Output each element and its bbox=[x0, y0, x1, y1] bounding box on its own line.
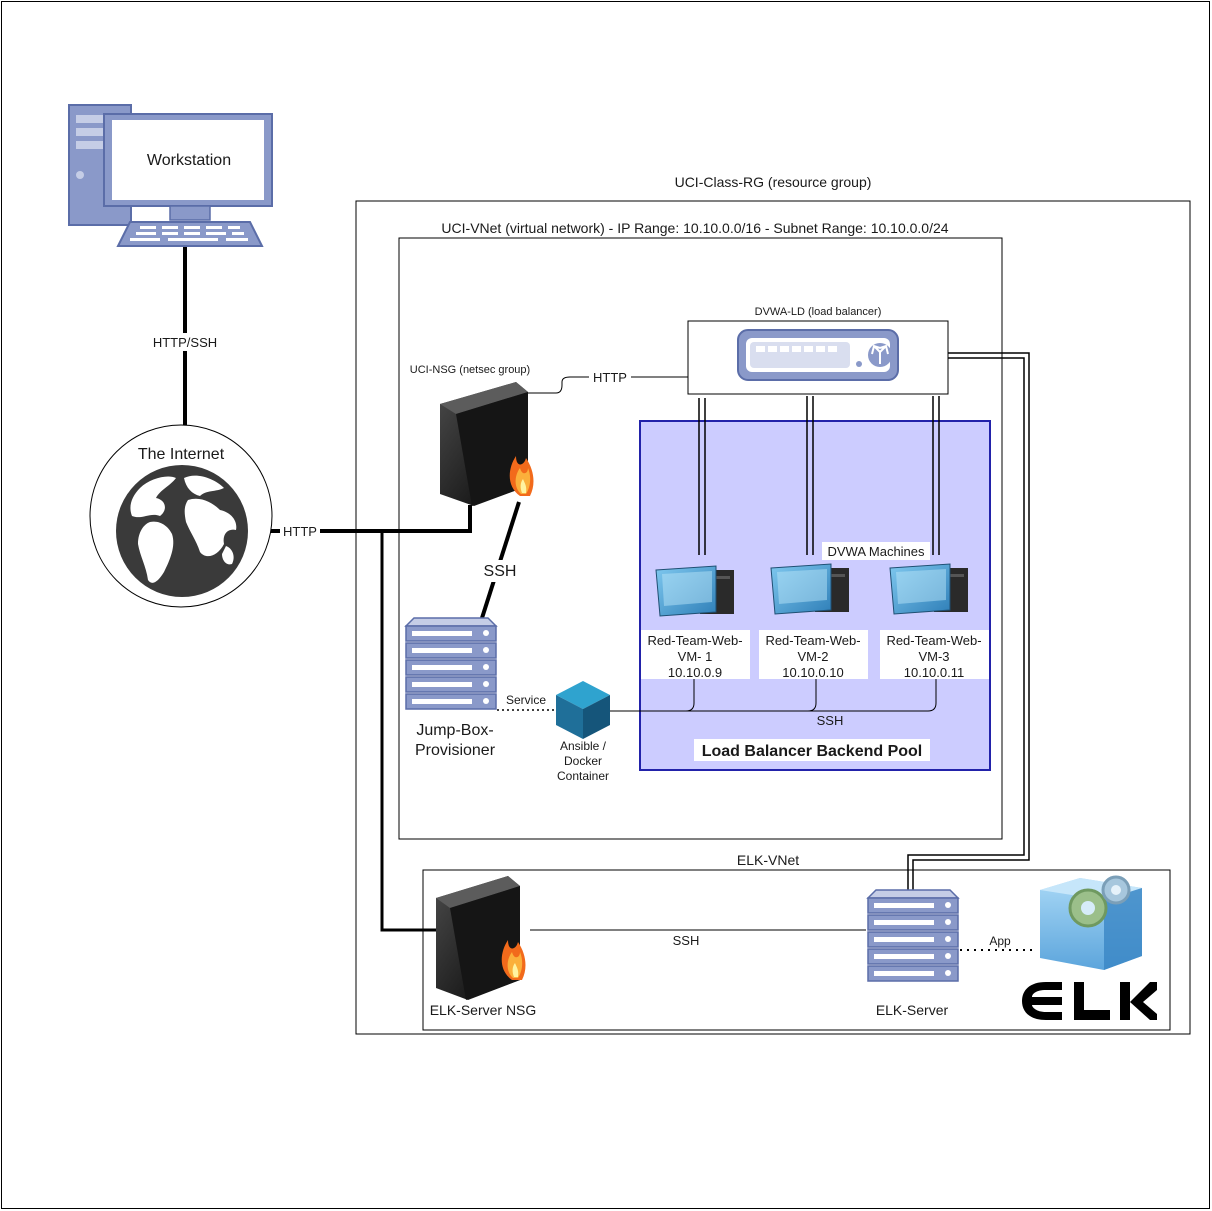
link-label-bg bbox=[148, 333, 222, 351]
elk-logo bbox=[1022, 982, 1157, 1020]
elk-nsg-label: ELK-Server NSG bbox=[430, 1002, 537, 1018]
link-label-bg bbox=[280, 523, 320, 539]
elk-server-label: ELK-Server bbox=[876, 1002, 949, 1018]
resource-group-box bbox=[355, 200, 1191, 1035]
vnet-box bbox=[398, 237, 1003, 840]
link-nsg-lb bbox=[526, 376, 688, 394]
virtual-machine-icon bbox=[889, 563, 968, 615]
firewall-icon bbox=[440, 382, 534, 506]
desktop-computer-icon bbox=[68, 104, 273, 247]
vnet-label: UCI-VNet (virtual network) - IP Range: 1… bbox=[441, 220, 948, 236]
vm-ip: 10.10.0.10 bbox=[782, 665, 843, 680]
dvwa-machines-label-bg bbox=[822, 542, 930, 560]
jumpbox-label: Jump-Box- bbox=[416, 722, 493, 739]
server-rack-icon bbox=[866, 889, 960, 982]
globe-icon bbox=[116, 465, 248, 597]
vm-name: Red-Team-Web- bbox=[765, 633, 860, 648]
load-balancer-icon bbox=[737, 329, 899, 381]
container-label: Ansible / bbox=[560, 739, 607, 753]
container-cube-icon bbox=[556, 681, 610, 739]
link-container-vm3 bbox=[808, 678, 937, 712]
vm-card bbox=[641, 630, 750, 679]
vm-name: VM-2 bbox=[797, 649, 828, 664]
link-label-bg bbox=[478, 560, 522, 582]
server-rack-icon bbox=[404, 617, 498, 710]
backend-pool-label-bg bbox=[694, 739, 930, 761]
elk-vnet-box bbox=[422, 869, 1171, 1031]
resource-group-label: UCI-Class-RG (resource group) bbox=[675, 174, 872, 190]
container-label: Container bbox=[557, 769, 609, 783]
load-balancer-label: DVWA-LD (load balancer) bbox=[755, 306, 882, 318]
vm-name: Red-Team-Web- bbox=[886, 633, 981, 648]
link-lb-vms bbox=[698, 396, 940, 555]
container-label: Docker bbox=[564, 754, 602, 768]
workstation-label: Workstation bbox=[147, 152, 231, 169]
internet-label: The Internet bbox=[138, 446, 225, 463]
nsg-label: UCI-NSG (netsec group) bbox=[410, 364, 530, 376]
dvwa-machines-label: DVWA Machines bbox=[827, 544, 925, 559]
vm-name: Red-Team-Web- bbox=[647, 633, 742, 648]
vm-name: VM-3 bbox=[918, 649, 949, 664]
link-label-app: App bbox=[989, 934, 1011, 948]
link-internet-elk-nsg bbox=[380, 531, 436, 932]
link-label-service: Service bbox=[506, 693, 546, 707]
link-label-nsg-jumpbox-ssh: SSH bbox=[484, 563, 517, 580]
link-label-container-vms-ssh: SSH bbox=[817, 713, 844, 728]
firewall-icon bbox=[436, 876, 526, 1000]
vm-card bbox=[759, 630, 868, 679]
link-internet-nsg bbox=[246, 505, 472, 533]
link-label-elk-ssh: SSH bbox=[673, 933, 700, 948]
link-label-internet-http: HTTP bbox=[283, 524, 317, 539]
vm-ip: 10.10.0.9 bbox=[668, 665, 722, 680]
vm-name: VM- 1 bbox=[678, 649, 713, 664]
link-lb-elk-inner bbox=[907, 357, 1025, 890]
virtual-machine-icon bbox=[655, 565, 734, 617]
jumpbox-label: Provisioner bbox=[415, 742, 496, 759]
vm-card bbox=[880, 630, 989, 679]
link-label-nsg-lb-http: HTTP bbox=[593, 370, 627, 385]
link-lb-elk-outer bbox=[912, 352, 1030, 890]
link-label-bg bbox=[589, 369, 631, 385]
backend-pool-label: Load Balancer Backend Pool bbox=[702, 743, 923, 760]
link-label-http-ssh: HTTP/SSH bbox=[153, 335, 217, 350]
virtual-machine-icon bbox=[770, 563, 849, 615]
elk-vnet-label: ELK-VNet bbox=[737, 852, 799, 868]
vm-ip: 10.10.0.11 bbox=[904, 665, 964, 680]
elk-app-icon bbox=[1040, 875, 1142, 970]
